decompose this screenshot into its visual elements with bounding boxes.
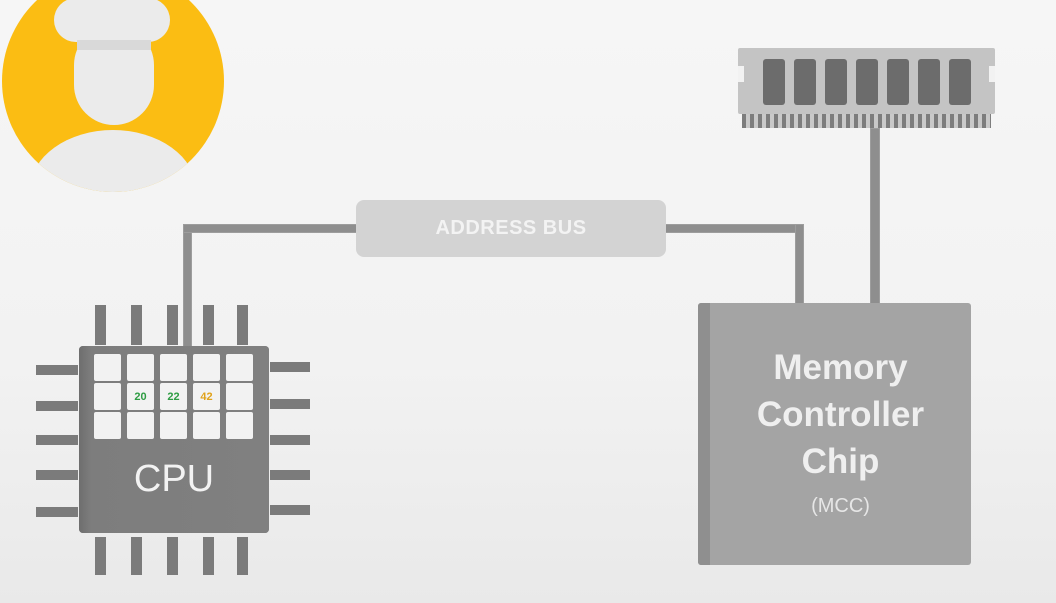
- cpu-pin-bottom: [237, 537, 248, 575]
- mcc-abbreviation: (MCC): [811, 495, 870, 517]
- ram-chip: [918, 59, 940, 105]
- register-cell: [94, 354, 121, 381]
- cpu-pin-top: [167, 305, 178, 345]
- mcc-edge: [698, 303, 710, 565]
- register-cell: [226, 383, 253, 410]
- bus-mcc-wire-horizontal: [662, 224, 804, 233]
- ram-board: [738, 48, 995, 114]
- cpu-bus-wire-vertical: [183, 224, 192, 350]
- mcc-label-line1: Memory: [773, 348, 908, 387]
- cpu-pin-top: [95, 305, 106, 345]
- register-cell: [193, 354, 220, 381]
- cpu-pin-bottom: [131, 537, 142, 575]
- chef-avatar-icon: [2, 0, 224, 192]
- register-cell: [127, 412, 154, 439]
- register-value: 20: [134, 390, 147, 403]
- chef-hat-band: [77, 40, 151, 50]
- ram-notch-left: [738, 66, 744, 82]
- register-cell-value: 42: [193, 383, 220, 410]
- address-bus-label: ADDRESS BUS: [435, 217, 587, 239]
- register-cell: [226, 354, 253, 381]
- cpu-pin-left: [36, 401, 78, 411]
- ram-module-icon: [738, 48, 995, 130]
- cpu-pin-left: [36, 435, 78, 445]
- cpu-chip-icon: 20 22 42 CPU: [79, 346, 269, 533]
- ram-mcc-wire: [870, 128, 880, 307]
- register-cell-value: 22: [160, 383, 187, 410]
- register-cell: [94, 412, 121, 439]
- cpu-pin-left: [36, 470, 78, 480]
- register-cell: [160, 354, 187, 381]
- cpu-pin-right: [270, 399, 310, 409]
- register-cell: [226, 412, 253, 439]
- cpu-pin-right: [270, 362, 310, 372]
- ram-chip: [794, 59, 816, 105]
- ram-notch-right: [989, 66, 995, 82]
- cpu-pin-bottom: [95, 537, 106, 575]
- cpu-pin-bottom: [203, 537, 214, 575]
- ram-pins: [742, 114, 991, 128]
- register-cell: [94, 383, 121, 410]
- ram-chip: [825, 59, 847, 105]
- register-cell: [193, 412, 220, 439]
- register-cell: [160, 412, 187, 439]
- ram-chip: [949, 59, 971, 105]
- cpu-pin-top: [203, 305, 214, 345]
- register-value: 22: [167, 390, 180, 403]
- mcc-label-line3: Chip: [801, 442, 880, 481]
- cpu-pin-left: [36, 507, 78, 517]
- cpu-pin-right: [270, 435, 310, 445]
- cpu-pin-top: [131, 305, 142, 345]
- address-bus: ADDRESS BUS: [356, 200, 666, 257]
- register-cell: [127, 354, 154, 381]
- cpu-pin-left: [36, 365, 78, 375]
- cpu-pin-top: [237, 305, 248, 345]
- ram-chip: [856, 59, 878, 105]
- avatar-body: [30, 130, 196, 192]
- cpu-pin-right: [270, 505, 310, 515]
- cpu-label: CPU: [133, 458, 215, 500]
- register-value: 42: [200, 390, 213, 403]
- chef-hat: [54, 0, 170, 42]
- register-cell-value: 20: [127, 383, 154, 410]
- memory-controller-chip: Memory Controller Chip (MCC): [698, 303, 971, 565]
- bus-mcc-wire-vertical: [795, 224, 804, 307]
- cpu-pin-bottom: [167, 537, 178, 575]
- cpu-bus-wire-horizontal: [183, 224, 362, 233]
- mcc-label-line2: Controller: [756, 395, 925, 434]
- cpu-pin-right: [270, 470, 310, 480]
- ram-chip: [887, 59, 909, 105]
- ram-chip: [763, 59, 785, 105]
